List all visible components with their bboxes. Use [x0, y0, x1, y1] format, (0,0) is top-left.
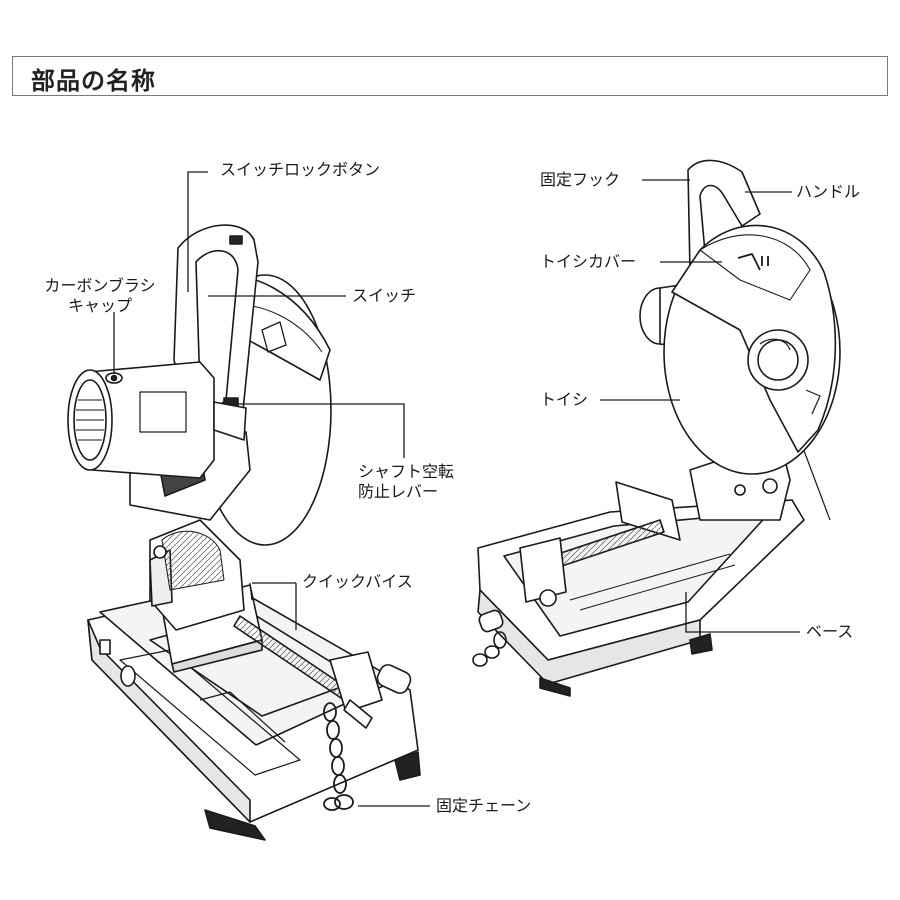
label-wheel-cover: トイシカバー [540, 252, 637, 271]
label-fixing-hook: 固定フック [540, 170, 621, 189]
label-wheel: トイシ [540, 390, 589, 409]
left-saw-illustration [67, 224, 421, 841]
label-shaft-lock-lever-line2: 防止レバー [358, 482, 439, 501]
label-handle: ハンドル [796, 182, 861, 201]
right-leader-lines [600, 179, 800, 633]
label-carbon-brush-cap-line1: カーボンブラシ [44, 276, 156, 295]
label-shaft-lock-lever-line1: シャフト空転 [358, 462, 455, 481]
page-title: 部品の名称 [31, 67, 156, 95]
label-switch: スイッチ [352, 286, 417, 305]
label-switch-lock-button: スイッチロックボタン [220, 160, 381, 179]
label-quick-vise: クイックバイス [302, 572, 413, 591]
label-shaft-lock-lever: シャフト空転 防止レバー [358, 462, 454, 502]
right-saw-illustration [472, 159, 841, 697]
label-base: ベース [806, 622, 854, 641]
label-fixing-chain: 固定チェーン [436, 796, 532, 815]
label-carbon-brush-cap-line2: キャップ [67, 296, 132, 315]
label-carbon-brush-cap: カーボンブラシ キャップ [30, 276, 170, 316]
left-leader-lines [113, 171, 430, 807]
section-header: 部品の名称 [12, 56, 888, 96]
